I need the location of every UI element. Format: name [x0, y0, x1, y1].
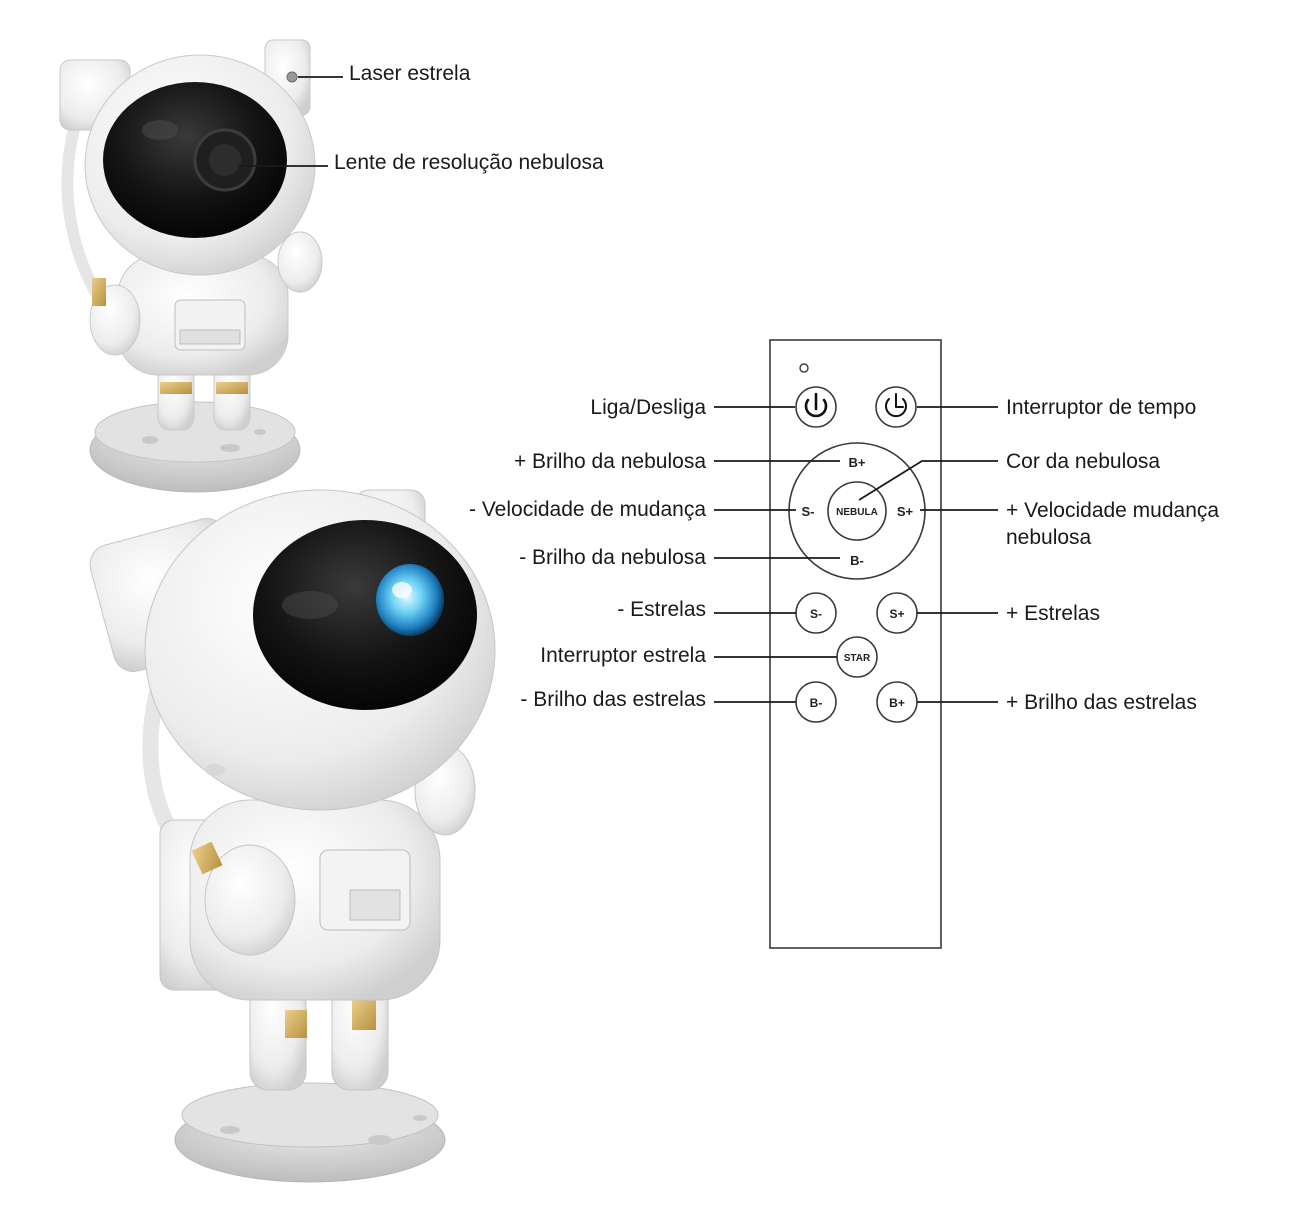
stars-up-label: + Estrelas — [1006, 602, 1100, 625]
star-button[interactable]: STAR — [836, 636, 878, 678]
lens-label: Lente de resolução nebulosa — [334, 151, 604, 174]
ring-b-minus-button[interactable]: B- — [850, 553, 864, 568]
star-switch-label: Interruptor estrela — [540, 644, 706, 667]
laser-label: Laser estrela — [349, 62, 471, 85]
stars-minus-label: S- — [810, 607, 822, 621]
timer-label: Interruptor de tempo — [1006, 396, 1196, 419]
nebula-button-label: NEBULA — [836, 507, 878, 518]
power-icon — [804, 392, 828, 418]
speed-down-label: - Velocidade de mudança — [469, 498, 706, 521]
lens-callout: Lente de resolução nebulosa — [238, 151, 604, 174]
ring-b-plus-button[interactable]: B+ — [849, 455, 866, 470]
remote-callouts: Liga/Desliga Interruptor de tempo + Bril… — [469, 396, 1219, 714]
timer-icon — [885, 393, 907, 418]
stars-minus-button[interactable]: S- — [795, 592, 837, 634]
star-brightness-plus-label: B+ — [889, 696, 905, 710]
star-brightness-down-label: - Brilho das estrelas — [520, 688, 706, 711]
astronaut-small-illustration — [59, 39, 323, 493]
power-label: Liga/Desliga — [590, 396, 706, 419]
star-button-label: STAR — [844, 653, 871, 664]
nebula-brightness-down-label: - Brilho da nebulosa — [519, 546, 706, 569]
astronaut-large-illustration — [89, 489, 496, 1183]
speed-up-label-line1: + Velocidade mudança — [1006, 499, 1219, 522]
nebula-button[interactable]: NEBULA — [827, 481, 887, 541]
power-button[interactable] — [795, 386, 837, 428]
star-brightness-plus-button[interactable]: B+ — [876, 681, 918, 723]
star-brightness-up-label: + Brilho das estrelas — [1006, 691, 1197, 714]
stars-down-label: - Estrelas — [617, 598, 706, 621]
stars-plus-label: S+ — [889, 607, 904, 621]
timer-button[interactable] — [875, 386, 917, 428]
star-brightness-minus-label: B- — [810, 696, 823, 710]
ring-s-plus-button[interactable]: S+ — [897, 504, 914, 519]
nebula-color-label: Cor da nebulosa — [1006, 450, 1160, 473]
remote-control: B+ B- S- S+ NEBULA S- S+ STAR B- B+ — [769, 339, 942, 949]
nebula-color-leader — [858, 460, 998, 501]
ring-s-minus-button[interactable]: S- — [802, 504, 815, 519]
laser-callout: Laser estrela — [298, 62, 471, 85]
nebula-brightness-up-label: + Brilho da nebulosa — [514, 450, 706, 473]
speed-up-label-line2: nebulosa — [1006, 526, 1092, 549]
indicator-led — [799, 363, 809, 373]
stars-plus-button[interactable]: S+ — [876, 592, 918, 634]
star-brightness-minus-button[interactable]: B- — [795, 681, 837, 723]
